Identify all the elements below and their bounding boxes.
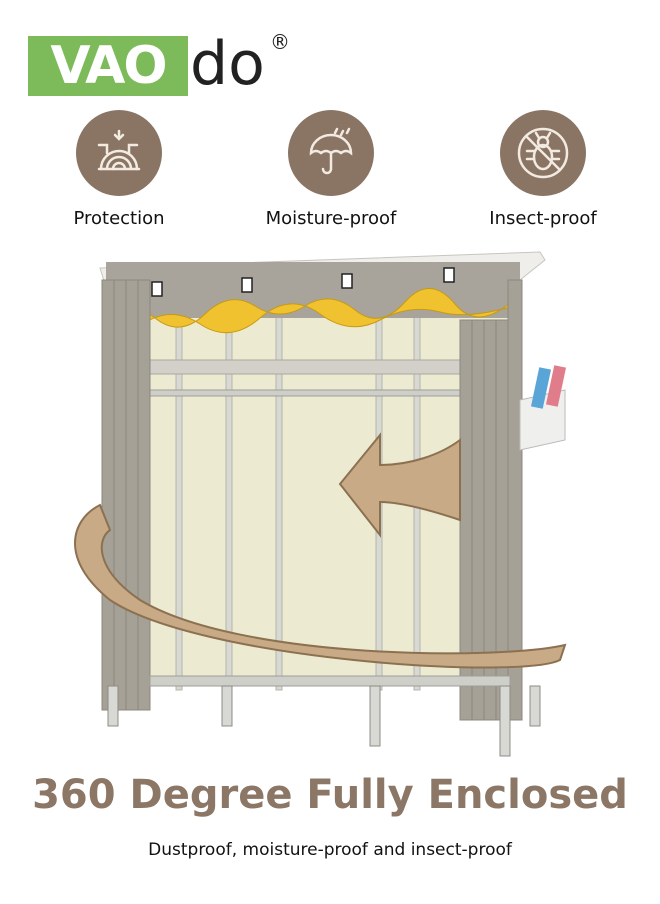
leg <box>529 685 541 727</box>
feature-insect-proof: Insect-proof <box>453 110 633 229</box>
no-insect-icon <box>500 110 586 196</box>
feature-label: Moisture-proof <box>265 208 397 229</box>
registered-mark: ® <box>270 30 290 54</box>
logo-box: VAO <box>28 36 188 96</box>
leg <box>221 685 233 727</box>
feature-protection: Protection <box>29 110 209 229</box>
brand-logo: VAO do ® <box>28 28 298 100</box>
bottom-rail <box>149 675 511 687</box>
inner-pole <box>275 299 283 691</box>
pocket-item-pink <box>545 365 567 407</box>
swirl-band <box>74 503 567 669</box>
protection-icon <box>76 110 162 196</box>
leg <box>369 685 381 747</box>
top-handle <box>241 277 253 293</box>
top-handle <box>151 281 163 297</box>
inner-pole <box>175 299 183 691</box>
feature-label: Protection <box>73 208 165 229</box>
feature-moisture-proof: Moisture-proof <box>241 110 421 229</box>
subline: Dustproof, moisture-proof and insect-pro… <box>148 840 512 860</box>
umbrella-icon <box>288 110 374 196</box>
headline: 360 Degree Fully Enclosed <box>32 772 628 818</box>
arrow-icon <box>338 432 461 538</box>
leg <box>107 685 119 727</box>
pocket-item-blue <box>530 367 552 409</box>
top-handle <box>443 267 455 283</box>
wardrobe-illustration <box>0 240 660 780</box>
left-curtain-fold <box>101 279 115 711</box>
hanging-rail <box>149 389 471 397</box>
top-handle <box>341 273 353 289</box>
leg <box>499 685 511 757</box>
feature-label: Insect-proof <box>489 208 597 229</box>
shelf <box>147 359 469 375</box>
logo-tail: do <box>190 29 265 99</box>
lace-trim <box>105 288 521 334</box>
